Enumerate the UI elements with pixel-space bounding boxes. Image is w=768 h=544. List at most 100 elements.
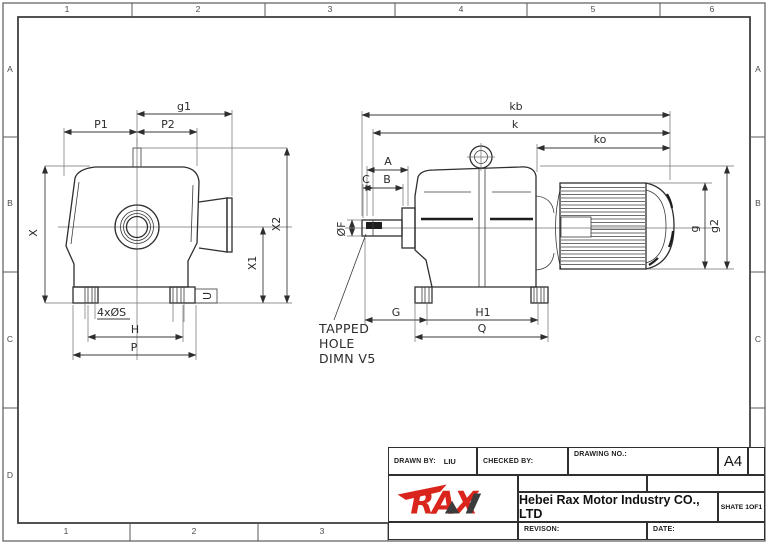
checked-by-cell: CHECKED BY: [477, 447, 568, 475]
dim-label-p: P [131, 341, 138, 354]
title-block-spacer-cell [748, 447, 765, 475]
vent-plug [132, 147, 142, 168]
grid-col-1-top: 1 [64, 4, 70, 14]
dim-label-x1: X1 [246, 256, 259, 271]
dim-of: ØF [335, 219, 361, 237]
company-cell: Hebei Rax Motor Industry CO., LTD [518, 492, 718, 522]
annotation-line-1: TAPPED [318, 321, 369, 336]
dim-foot-holes: 4xØS [97, 306, 130, 320]
eyebolt-icon [467, 143, 495, 171]
sheet-value: SHATE 1OF1 [720, 503, 763, 511]
drawn-by-value: LIU [443, 456, 456, 466]
checked-by-label: CHECKED BY: [483, 457, 534, 465]
dim-label-p1: P1 [94, 118, 108, 131]
title-block-empty-2 [647, 475, 765, 492]
drawn-by-label: DRAWN BY: [394, 457, 436, 465]
dim-p1-p2: P1 P2 [63, 118, 198, 176]
output-bore-circles [114, 204, 160, 250]
dim-label-G: G [392, 306, 401, 319]
dim-x: X [27, 165, 90, 304]
mounting-feet-front [72, 286, 218, 322]
grid-row-c-right: C [754, 334, 762, 344]
dim-label-h: H [131, 323, 139, 336]
shaft-keyway [366, 222, 382, 229]
dim-g1: g1 [136, 100, 233, 196]
front-view: g1 P1 P2 X X2 X1 [27, 100, 292, 360]
motor-body [559, 182, 647, 270]
logo-swoosh [397, 483, 447, 500]
drawing-no-label: DRAWING NO.: [574, 451, 627, 458]
revision-label: REVISON: [524, 526, 560, 533]
dim-c-b: C B [362, 173, 404, 218]
date-label: DATE: [653, 526, 675, 533]
annotation-line-2: HOLE [319, 336, 355, 351]
tapped-hole-annotation: TAPPED HOLE DIMN V5 [318, 233, 376, 366]
motor-fins [561, 187, 645, 265]
annotation-line-3: DIMN V5 [319, 351, 376, 366]
dim-label-g: g [688, 226, 701, 233]
grid-col-6-top: 6 [709, 4, 715, 14]
grid-col-3-bottom: 3 [319, 526, 325, 536]
sheet-cell: SHATE 1OF1 [718, 492, 765, 522]
wall-line-right [190, 184, 194, 243]
grid-row-b-right: B [755, 198, 761, 208]
grid-row-b-left: B [7, 198, 13, 208]
logo-x-accent [465, 493, 482, 514]
grid-row-a-right: A [755, 64, 761, 74]
input-flange-cone [198, 197, 233, 253]
dim-label-q: Q [478, 322, 487, 335]
dim-label-u: U [201, 292, 214, 300]
dim-label-ko: ko [594, 133, 607, 146]
dim-label-of: ØF [335, 222, 348, 237]
grid-row-d-left: D [6, 470, 14, 480]
grid-col-5-top: 5 [590, 4, 596, 14]
logo-wordmark: RAX [410, 485, 480, 518]
dim-label-x: X [27, 229, 40, 237]
grid-col-3-top: 3 [327, 4, 333, 14]
side-view: kb k ko A C [318, 100, 734, 366]
grid-col-2-top: 2 [195, 4, 201, 14]
dim-g: g [648, 182, 734, 270]
dim-ko: ko [536, 133, 671, 172]
dim-g2: g2 [540, 165, 734, 270]
drawing-no-cell: DRAWING NO.: [568, 447, 718, 475]
company-name: Hebei Rax Motor Industry CO., LTD [519, 493, 700, 521]
dim-h: H [87, 305, 184, 342]
dim-label-b: B [383, 173, 391, 186]
dim-label-a: A [384, 155, 392, 168]
dim-G-h1: G H1 [364, 238, 539, 325]
motor-adapter [535, 185, 562, 271]
motor-nameplate [560, 216, 592, 238]
mounting-feet-side [414, 286, 549, 304]
date-cell: DATE: [647, 522, 765, 540]
centerlines-front [45, 138, 292, 360]
dim-label-h1: H1 [475, 306, 490, 319]
revision-cell: REVISON: [518, 522, 647, 540]
gearbox-side-outline [414, 166, 537, 288]
housing-split-lines [421, 169, 533, 287]
dim-x1: X1 [246, 226, 267, 304]
grid-row-c-left: C [6, 334, 14, 344]
dim-label-p2: P2 [161, 118, 175, 131]
dim-label-g2: g2 [708, 219, 721, 233]
dim-label-kb: kb [509, 100, 522, 113]
grid-row-a-left: A [7, 64, 13, 74]
dim-x2: X2 [141, 147, 291, 304]
drawn-by-cell: DRAWN BY: LIU [388, 447, 477, 475]
dim-label-g1: g1 [177, 100, 191, 113]
paper-size-value: A4 [723, 452, 743, 470]
logo-cell: RAX [388, 475, 518, 522]
dim-label-holes: 4xØS [97, 306, 126, 319]
dim-label-k: k [512, 118, 519, 131]
grid-col-4-top: 4 [458, 4, 464, 14]
rax-logo: RAX [397, 483, 482, 519]
dim-q: Q [414, 304, 549, 342]
title-block-empty-1 [518, 475, 647, 492]
grid-col-2-bottom: 2 [191, 526, 197, 536]
dim-label-c: C [362, 173, 370, 186]
logo-triangle [444, 500, 460, 514]
dim-p: P [72, 305, 197, 360]
grid-col-1-bottom: 1 [63, 526, 69, 536]
